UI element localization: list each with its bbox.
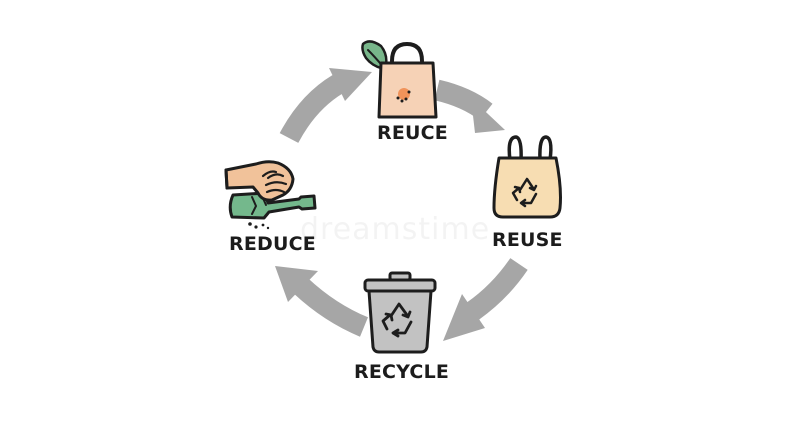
hand-crushing-bottle-icon [224, 160, 317, 230]
label-recycle: RECYCLE [354, 361, 450, 383]
recycle-symbol-icon [381, 302, 413, 338]
recycle-symbol-icon [511, 177, 538, 208]
label-reuse: REUSE [492, 229, 563, 251]
tote-bag-recycle-icon [492, 135, 562, 219]
arrow-bottom-to-left [275, 266, 369, 337]
arrow-left-to-top [279, 68, 372, 144]
shopping-bag-with-leaf-icon [361, 40, 438, 119]
label-reuce: REUCE [377, 122, 448, 144]
cycle-arrows [275, 68, 528, 341]
recycle-bin-icon [363, 271, 437, 354]
arrow-top-to-right [434, 79, 505, 133]
arrow-right-to-bottom [443, 257, 528, 341]
watermark: dreamstime [300, 212, 490, 247]
label-reduce: REDUCE [229, 233, 316, 255]
